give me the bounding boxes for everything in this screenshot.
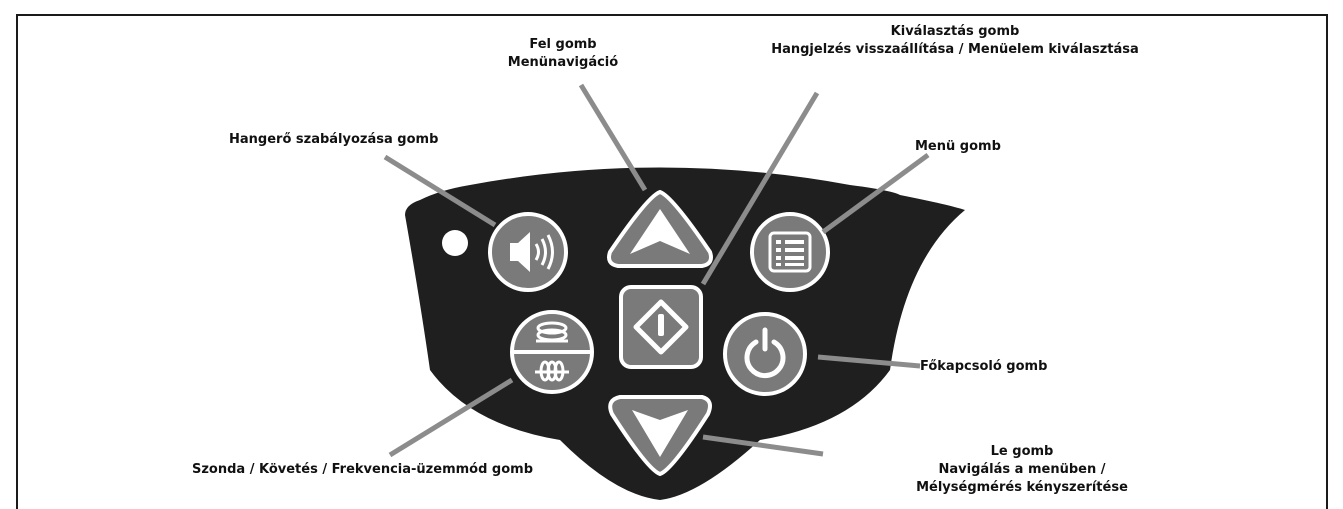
mode-button[interactable] bbox=[510, 310, 594, 394]
leader-menu bbox=[821, 152, 930, 235]
leader-down bbox=[702, 434, 824, 457]
volume-button[interactable] bbox=[488, 212, 568, 292]
volume-label: Hangerő szabályozása gomb bbox=[229, 132, 438, 147]
diagram-frame bbox=[16, 14, 1328, 509]
down-button[interactable] bbox=[608, 395, 712, 477]
led-indicator bbox=[442, 230, 468, 256]
leader-volume bbox=[383, 154, 497, 228]
down-sub1-label: Navigálás a menüben / bbox=[939, 462, 1106, 477]
select-sub-label: Hangjelzés visszaállítása / Menüelem kiv… bbox=[771, 42, 1139, 57]
leader-power bbox=[817, 354, 921, 369]
select-title-label: Kiválasztás gomb bbox=[891, 24, 1020, 39]
down-sub2-label: Mélységmérés kényszerítése bbox=[916, 480, 1128, 495]
triangle-down-icon bbox=[632, 410, 688, 457]
power-icon bbox=[744, 339, 786, 379]
coil-mode-icon bbox=[535, 321, 569, 382]
list-menu-icon bbox=[768, 231, 812, 273]
select-button[interactable] bbox=[619, 285, 703, 369]
up-sub-label: Menünavigáció bbox=[508, 55, 618, 70]
speaker-icon bbox=[510, 232, 554, 272]
down-title-label: Le gomb bbox=[991, 444, 1054, 459]
power-button[interactable] bbox=[723, 312, 807, 396]
menu-button[interactable] bbox=[750, 212, 830, 292]
up-title-label: Fel gomb bbox=[529, 37, 596, 52]
menu-label: Menü gomb bbox=[915, 139, 1001, 154]
power-label: Főkapcsoló gomb bbox=[920, 359, 1047, 374]
mode-label: Szonda / Követés / Frekvencia-üzemmód go… bbox=[192, 462, 533, 477]
triangle-up-icon bbox=[630, 209, 690, 254]
diamond-select-icon bbox=[633, 299, 689, 355]
leader-select bbox=[700, 91, 820, 286]
leader-up bbox=[578, 83, 648, 192]
up-button[interactable] bbox=[607, 189, 713, 268]
leader-mode bbox=[388, 377, 514, 458]
